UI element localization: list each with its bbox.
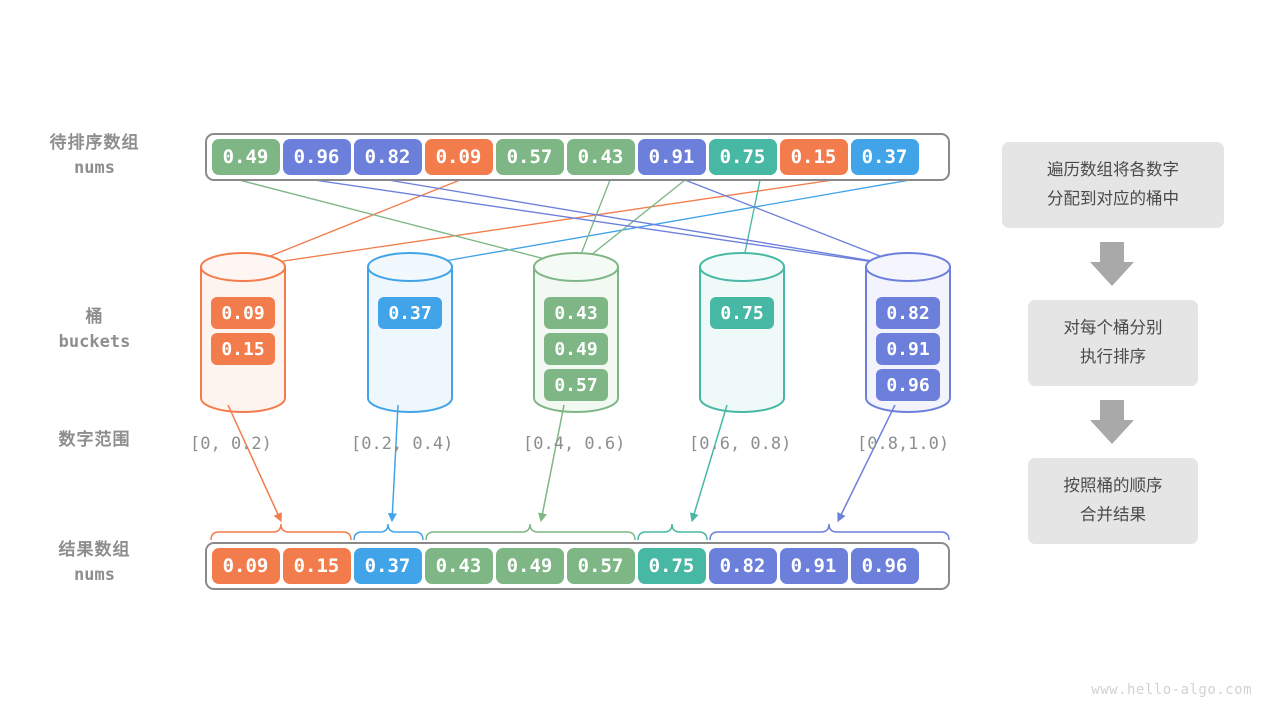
result-array-cell-8: 0.91 xyxy=(779,548,848,584)
label-result-array-cn: 结果数组 xyxy=(58,540,131,559)
flow-step-arrows xyxy=(1090,242,1134,444)
label-buckets-cn: 桶 xyxy=(85,307,104,326)
flow-step-3: 按照桶的顺序 合并结果 xyxy=(1028,458,1198,544)
input-array-cell-2: 0.82 xyxy=(353,139,422,175)
bucket-2-item-2: 0.57 xyxy=(544,369,608,401)
bucket-3-item-0: 0.75 xyxy=(710,297,774,329)
label-number-range: 数字范围 xyxy=(12,428,177,453)
flow-step-2: 对每个桶分别 执行排序 xyxy=(1028,300,1198,386)
result-array-cell-9: 0.96 xyxy=(850,548,919,584)
label-result-array-var: nums xyxy=(74,564,115,585)
bucket-0: 0.09 0.15 xyxy=(201,267,285,412)
input-array-cell-8: 0.15 xyxy=(779,139,848,175)
bucket-0-items: 0.09 0.15 xyxy=(201,297,285,365)
distribution-lines xyxy=(238,179,911,268)
input-array-cell-1: 0.96 xyxy=(282,139,351,175)
input-array-cell-5: 0.43 xyxy=(566,139,635,175)
label-input-array: 待排序数组 nums xyxy=(12,131,177,180)
result-array-cell-0: 0.09 xyxy=(211,548,280,584)
bucket-4-item-1: 0.91 xyxy=(876,333,940,365)
result-array-cell-2: 0.37 xyxy=(353,548,422,584)
label-buckets: 桶 buckets xyxy=(12,305,177,354)
bucket-2-item-1: 0.49 xyxy=(544,333,608,365)
result-array-cell-7: 0.82 xyxy=(708,548,777,584)
result-array-cell-5: 0.57 xyxy=(566,548,635,584)
flow-step-1: 遍历数组将各数字 分配到对应的桶中 xyxy=(1002,142,1224,228)
bucket-1: 0.37 xyxy=(368,267,452,412)
flow-step-1-line2: 分配到对应的桶中 xyxy=(1047,190,1179,208)
label-buckets-var: buckets xyxy=(58,331,131,352)
bucket-4-items: 0.82 0.91 0.96 xyxy=(866,297,950,401)
flow-step-3-line1: 按照桶的顺序 xyxy=(1063,477,1163,496)
bucket-4-item-0: 0.82 xyxy=(876,297,940,329)
range-label-1: [0.2, 0.4) xyxy=(351,434,454,454)
range-label-0: [0, 0.2) xyxy=(190,434,272,454)
bucket-1-items: 0.37 xyxy=(368,297,452,329)
bucket-3-items: 0.75 xyxy=(700,297,784,329)
flow-step-1-line1: 遍历数组将各数字 xyxy=(1047,161,1179,180)
bucket-4-item-2: 0.96 xyxy=(876,369,940,401)
input-array-cell-4: 0.57 xyxy=(495,139,564,175)
label-input-array-var: nums xyxy=(74,157,115,178)
watermark: www.hello-algo.com xyxy=(1091,682,1252,698)
label-result-array: 结果数组 nums xyxy=(12,538,177,587)
input-array-cell-6: 0.91 xyxy=(637,139,706,175)
label-number-range-cn: 数字范围 xyxy=(58,430,131,449)
range-label-3: [0.6, 0.8) xyxy=(689,434,792,454)
flow-step-2-line1: 对每个桶分别 xyxy=(1063,319,1163,338)
input-array-cell-7: 0.75 xyxy=(708,139,777,175)
flow-step-3-line2: 合并结果 xyxy=(1080,506,1146,524)
bucket-0-item-1: 0.15 xyxy=(211,333,275,365)
input-array-cell-0: 0.49 xyxy=(211,139,280,175)
bucket-2-item-0: 0.43 xyxy=(544,297,608,329)
flow-step-2-line2: 执行排序 xyxy=(1080,348,1146,366)
result-array-cell-1: 0.15 xyxy=(282,548,351,584)
bucket-4: 0.82 0.91 0.96 xyxy=(866,267,950,412)
range-label-2: [0.4, 0.6) xyxy=(523,434,626,454)
label-input-array-cn: 待排序数组 xyxy=(49,133,140,152)
bucket-3: 0.75 xyxy=(700,267,784,412)
merge-arrows xyxy=(227,404,896,523)
result-array-cell-4: 0.49 xyxy=(495,548,564,584)
input-array-cell-9: 0.37 xyxy=(850,139,919,175)
result-group-braces xyxy=(210,523,950,541)
result-array-cell-6: 0.75 xyxy=(637,548,706,584)
bucket-1-item-0: 0.37 xyxy=(378,297,442,329)
bucket-2-items: 0.43 0.49 0.57 xyxy=(534,297,618,401)
bucket-0-item-0: 0.09 xyxy=(211,297,275,329)
result-array-cell-3: 0.43 xyxy=(424,548,493,584)
input-array-cell-3: 0.09 xyxy=(424,139,493,175)
range-label-4: [0.8,1.0) xyxy=(857,434,950,454)
bucket-2: 0.43 0.49 0.57 xyxy=(534,267,618,412)
